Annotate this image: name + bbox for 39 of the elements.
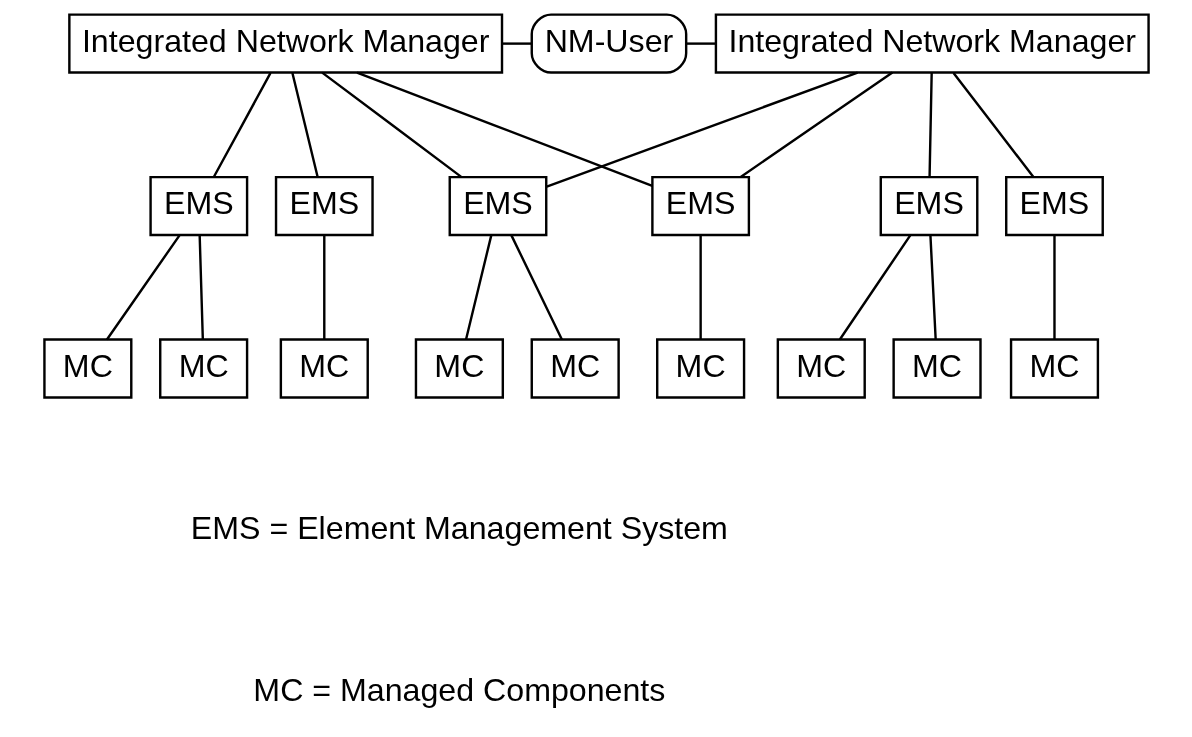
connector [739, 71, 893, 178]
connector [320, 71, 462, 178]
node-box: EMS [650, 175, 750, 237]
connector [952, 72, 1034, 178]
connector [197, 235, 204, 340]
connector [927, 72, 933, 178]
label: MC = Managed Components [252, 672, 665, 709]
node-box: Integrated Network Manager [67, 13, 503, 74]
connector [1052, 235, 1056, 340]
connector [356, 71, 653, 187]
connector [698, 235, 702, 340]
node-box: EMS [1004, 175, 1104, 237]
node-box: EMS [148, 175, 248, 237]
node-box: NM-User [530, 13, 687, 74]
node-box: Integrated Network Manager [714, 13, 1150, 74]
connector [838, 234, 911, 341]
node-box: MC [891, 338, 982, 399]
node-box: EMS [448, 175, 547, 237]
connector [290, 72, 319, 178]
node-box: MC [1009, 338, 1099, 399]
connector [464, 235, 492, 340]
node-box: MC [776, 338, 866, 399]
connector [501, 42, 531, 45]
connector [686, 42, 716, 45]
connector [545, 71, 858, 188]
node-box: MC [279, 338, 369, 399]
connector [509, 234, 563, 340]
connector [928, 235, 937, 340]
node-box: MC [530, 338, 620, 399]
label: EMS = Element Management System [190, 509, 728, 546]
node-box: EMS [879, 175, 978, 237]
connector [212, 72, 272, 178]
node-box: MC [414, 338, 504, 399]
node-box: MC [158, 338, 248, 399]
node-box: EMS [274, 175, 374, 237]
connector [322, 235, 325, 340]
connector [105, 234, 180, 341]
node-box: MC [42, 338, 132, 399]
node-box: MC [655, 338, 745, 399]
